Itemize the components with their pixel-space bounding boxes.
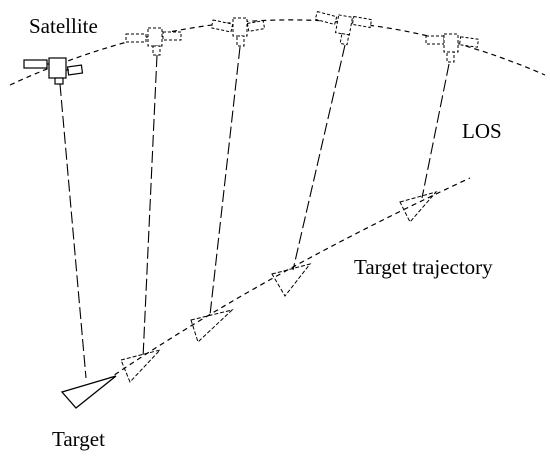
satellite-label: Satellite	[29, 14, 98, 38]
target-trajectory-label: Target trajectory	[354, 255, 493, 279]
los-lines	[59, 44, 450, 379]
target-triangle-icon	[271, 263, 312, 297]
target-triangle-icon	[120, 349, 162, 383]
satellite-icon	[314, 10, 373, 46]
los-line	[421, 63, 450, 199]
satellite-icon	[23, 57, 84, 85]
target-triangle-icon	[60, 375, 117, 409]
satellite-icon	[425, 33, 480, 63]
target-triangle-icon	[399, 191, 438, 223]
satellite-icon	[210, 17, 266, 47]
target-label: Target	[52, 427, 105, 451]
los-line	[142, 54, 158, 359]
target-triangle-icon	[190, 309, 234, 343]
los-label: LOS	[462, 119, 502, 143]
los-line	[292, 44, 346, 271]
los-line	[209, 46, 241, 316]
target-trajectory-arc	[84, 177, 471, 396]
satellite-icon	[125, 27, 182, 56]
los-line	[59, 83, 87, 379]
